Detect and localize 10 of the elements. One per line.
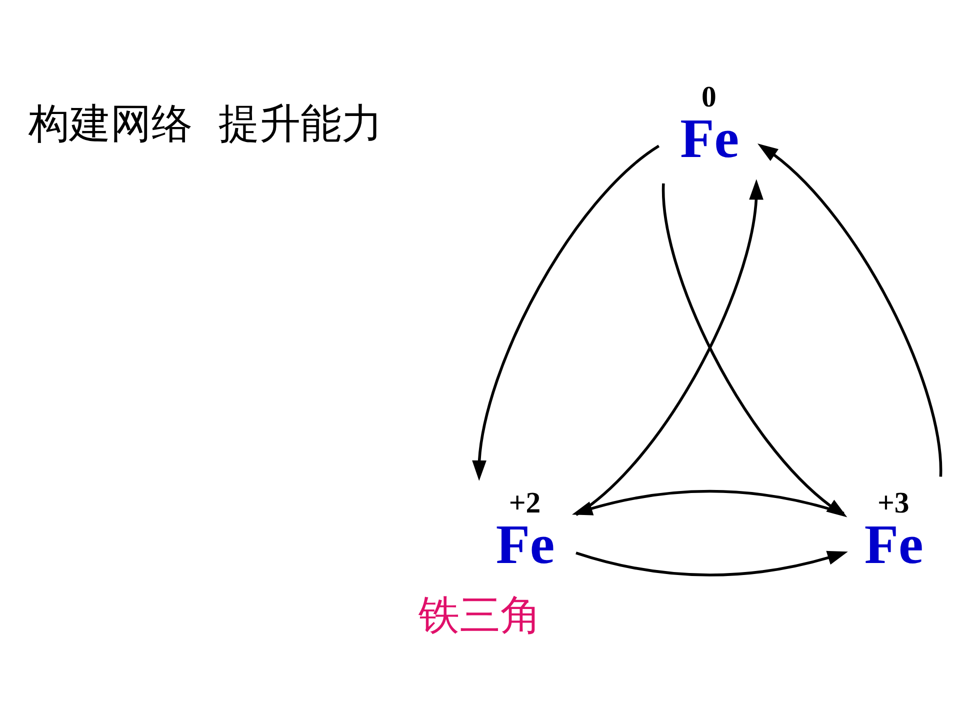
arrow xyxy=(575,179,764,516)
arrow xyxy=(572,490,844,516)
node-text: 0 Fe xyxy=(680,80,740,170)
node-text: +3 Fe xyxy=(864,486,924,576)
caption: 铁三角 xyxy=(418,593,542,638)
node-text: +2 Fe xyxy=(496,486,555,576)
arrow xyxy=(758,144,942,477)
arrow xyxy=(472,144,660,481)
arrow xyxy=(576,550,848,576)
diagram-title: 构建网络 提升能力 xyxy=(28,100,383,148)
